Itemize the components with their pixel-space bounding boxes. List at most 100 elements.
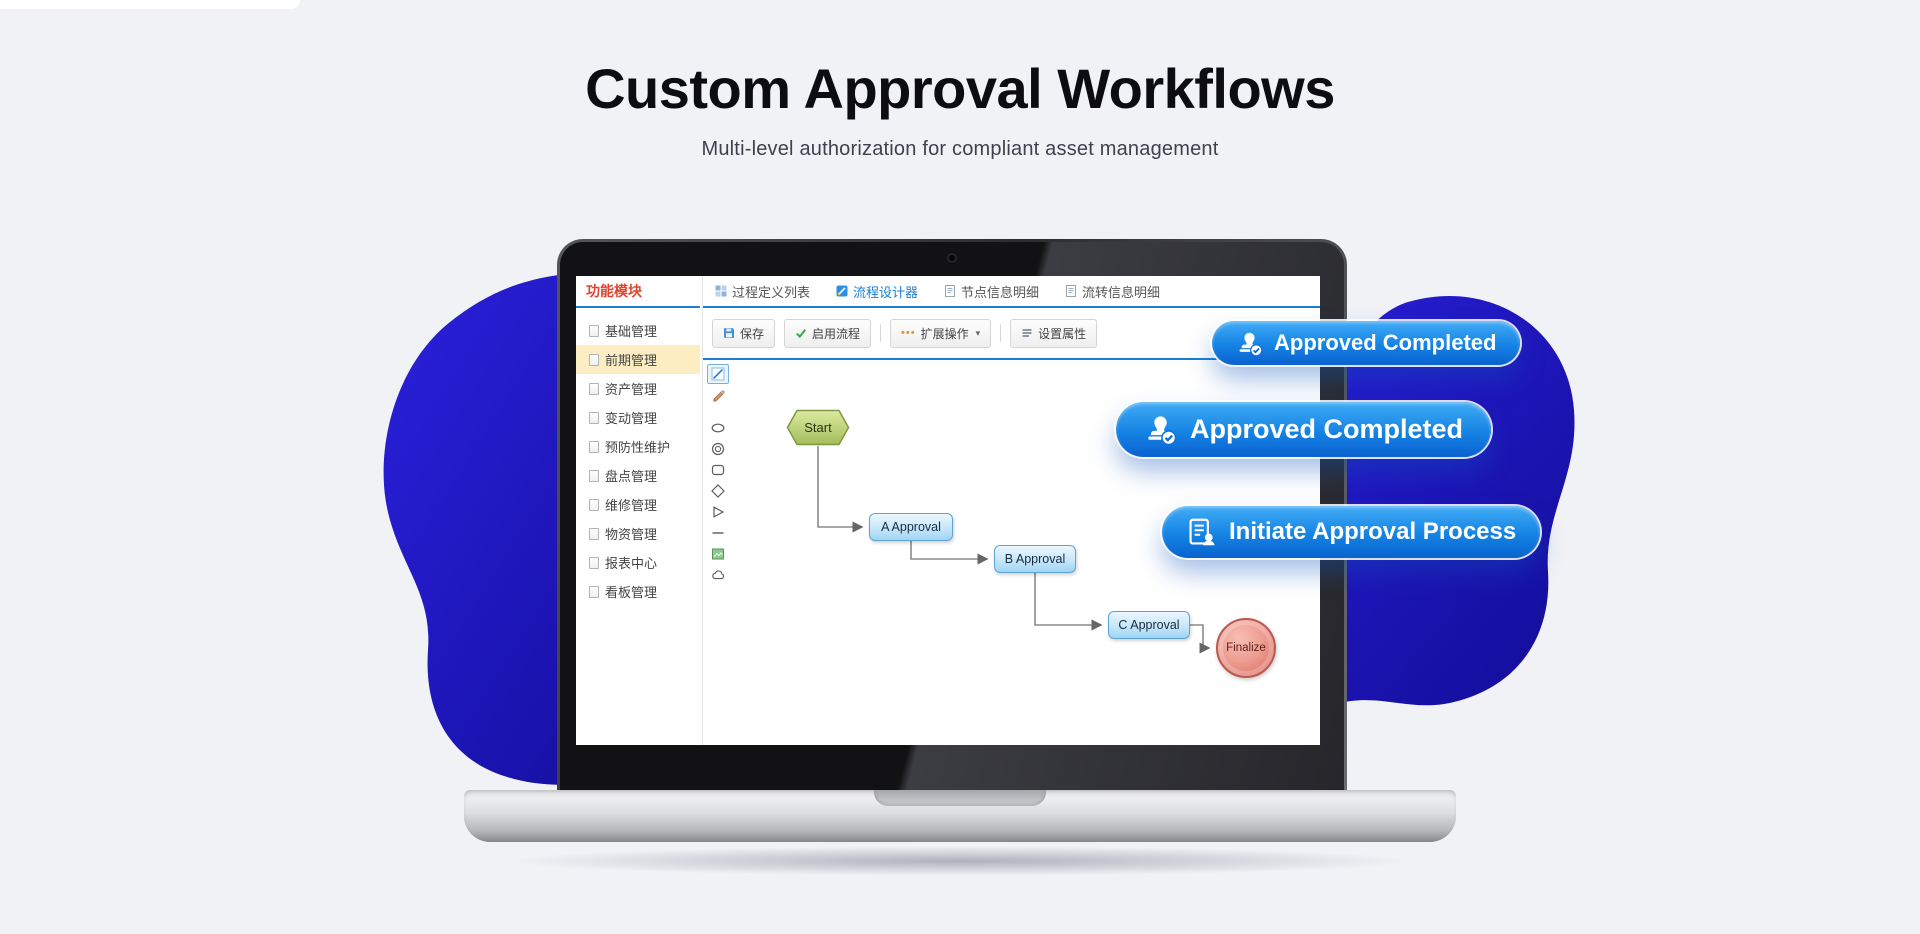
ellipse-shape-tool[interactable] (707, 418, 729, 438)
chevron-down-icon: ▾ (975, 327, 981, 338)
task-node-c-approval[interactable]: C Approval (1108, 611, 1190, 639)
laptop-base (464, 790, 1456, 842)
sidebar: 功能模块 基础管理 前期管理 资产管理 变动管理 预防性维护 盘点管理 维修管理… (576, 276, 700, 745)
sidebar-list: 基础管理 前期管理 资产管理 变动管理 预防性维护 盘点管理 维修管理 物资管理… (576, 308, 700, 606)
enable-flow-button[interactable]: 启用流程 (784, 318, 872, 348)
document-icon (589, 353, 599, 366)
document-icon (589, 324, 599, 337)
sidebar-item-basic-mgmt[interactable]: 基础管理 (576, 316, 700, 345)
triangle-icon (713, 506, 725, 518)
sidebar-item-change-mgmt[interactable]: 变动管理 (576, 403, 700, 432)
diamond-icon (711, 484, 725, 498)
task-node-a-approval[interactable]: A Approval (869, 513, 953, 541)
document-icon (589, 469, 599, 482)
document-icon (589, 527, 599, 540)
laptop-notch (874, 790, 1046, 806)
check-icon (796, 329, 806, 339)
sidebar-item-label: 前期管理 (605, 353, 658, 368)
ring-icon (711, 442, 725, 456)
document-icon (589, 498, 599, 511)
cloud-shape-tool[interactable] (707, 565, 729, 585)
sidebar-item-dashboard-mgmt[interactable]: 看板管理 (576, 577, 700, 606)
sidebar-item-label: 报表中心 (605, 556, 658, 571)
end-node-finalize[interactable]: Finalize (1216, 618, 1276, 678)
ring-shape-tool[interactable] (707, 439, 729, 459)
set-properties-button[interactable]: 设置属性 (1010, 318, 1098, 348)
sidebar-item-asset-mgmt[interactable]: 资产管理 (576, 374, 700, 403)
save-button-label: 保存 (740, 326, 765, 341)
approval-stamp-icon (1148, 416, 1177, 446)
end-node-label: Finalize (1226, 642, 1266, 654)
start-node[interactable]: Start (786, 409, 850, 446)
badge-label: Initiate Approval Process (1229, 518, 1517, 545)
initiate-form-icon (1189, 518, 1215, 545)
diamond-shape-tool[interactable] (707, 481, 729, 501)
sidebar-item-label: 预防性维护 (605, 440, 671, 455)
rounded-rect-shape-tool[interactable] (707, 460, 729, 480)
extended-actions-button[interactable]: ••• 扩展操作 ▾ (890, 318, 992, 348)
line-icon (712, 532, 724, 534)
extended-actions-label: 扩展操作 (920, 326, 969, 341)
cloud-icon (712, 570, 725, 580)
document-icon (589, 585, 599, 598)
approval-stamp-icon (1239, 332, 1263, 356)
sidebar-item-repair-mgmt[interactable]: 维修管理 (576, 490, 700, 519)
sidebar-item-label: 基础管理 (605, 324, 658, 339)
save-button[interactable]: 保存 (712, 318, 776, 348)
tab-label: 流程设计器 (853, 284, 919, 300)
rounded-rect-icon (711, 464, 725, 476)
sidebar-item-material-mgmt[interactable]: 物资管理 (576, 519, 700, 548)
document-icon (589, 440, 599, 453)
sidebar-item-inventory-mgmt[interactable]: 盘点管理 (576, 461, 700, 490)
menu-icon (1022, 329, 1032, 337)
sidebar-item-report-center[interactable]: 报表中心 (576, 548, 700, 577)
laptop-camera-icon (949, 255, 955, 261)
sidebar-item-label: 维修管理 (605, 498, 658, 513)
tab-label: 节点信息明细 (961, 284, 1040, 300)
toolbar-separator (1000, 324, 1002, 342)
document-icon (945, 285, 956, 297)
tab-process-definition-list[interactable]: 过程定义列表 (715, 282, 810, 301)
sidebar-header: 功能模块 (576, 276, 700, 308)
tab-label: 过程定义列表 (732, 284, 811, 300)
sidebar-item-label: 盘点管理 (605, 469, 658, 484)
line-shape-tool[interactable] (707, 523, 729, 543)
connector-start-to-a (817, 446, 864, 533)
sidebar-item-early-mgmt[interactable]: 前期管理 (576, 345, 700, 374)
task-node-label: B Approval (1004, 552, 1066, 566)
designer-icon (836, 285, 848, 297)
image-shape-tool[interactable] (707, 544, 729, 564)
ellipse-icon (711, 423, 725, 433)
top-nav-remnant (0, 0, 300, 9)
select-tool-icon (711, 367, 725, 381)
enable-flow-label: 启用流程 (812, 326, 861, 341)
triangle-shape-tool[interactable] (707, 502, 729, 522)
task-node-b-approval[interactable]: B Approval (994, 545, 1076, 573)
page-title: Custom Approval Workflows (585, 57, 1335, 120)
sidebar-divider (702, 276, 703, 745)
sidebar-item-label: 物资管理 (605, 527, 658, 542)
badge-label: Approved Completed (1190, 414, 1464, 444)
select-tool[interactable] (707, 364, 729, 384)
toolbar: 保存 启用流程 ••• 扩展操作 ▾ (703, 308, 1320, 360)
tab-node-info-detail[interactable]: 节点信息明细 (944, 282, 1039, 301)
task-node-label: C Approval (1118, 618, 1180, 632)
document-icon (589, 411, 599, 424)
image-icon (712, 548, 724, 560)
save-icon (724, 328, 734, 338)
badge-approved-completed-2: Approved Completed (1116, 402, 1492, 457)
sidebar-item-label: 看板管理 (605, 585, 658, 600)
tab-flow-designer[interactable]: 流程设计器 (836, 282, 918, 301)
badge-approved-completed-1: Approved Completed (1212, 321, 1521, 365)
toolbar-separator (880, 324, 882, 342)
pencil-tool[interactable] (707, 385, 729, 405)
tab-flow-info-detail[interactable]: 流转信息明细 (1065, 282, 1160, 301)
document-icon (589, 382, 599, 395)
set-properties-label: 设置属性 (1038, 326, 1087, 341)
document-icon (589, 556, 599, 569)
sidebar-item-preventive-maintenance[interactable]: 预防性维护 (576, 432, 700, 461)
task-node-label: A Approval (881, 520, 941, 534)
badge-initiate-approval-process: Initiate Approval Process (1162, 506, 1541, 558)
more-icon: ••• (901, 327, 916, 339)
